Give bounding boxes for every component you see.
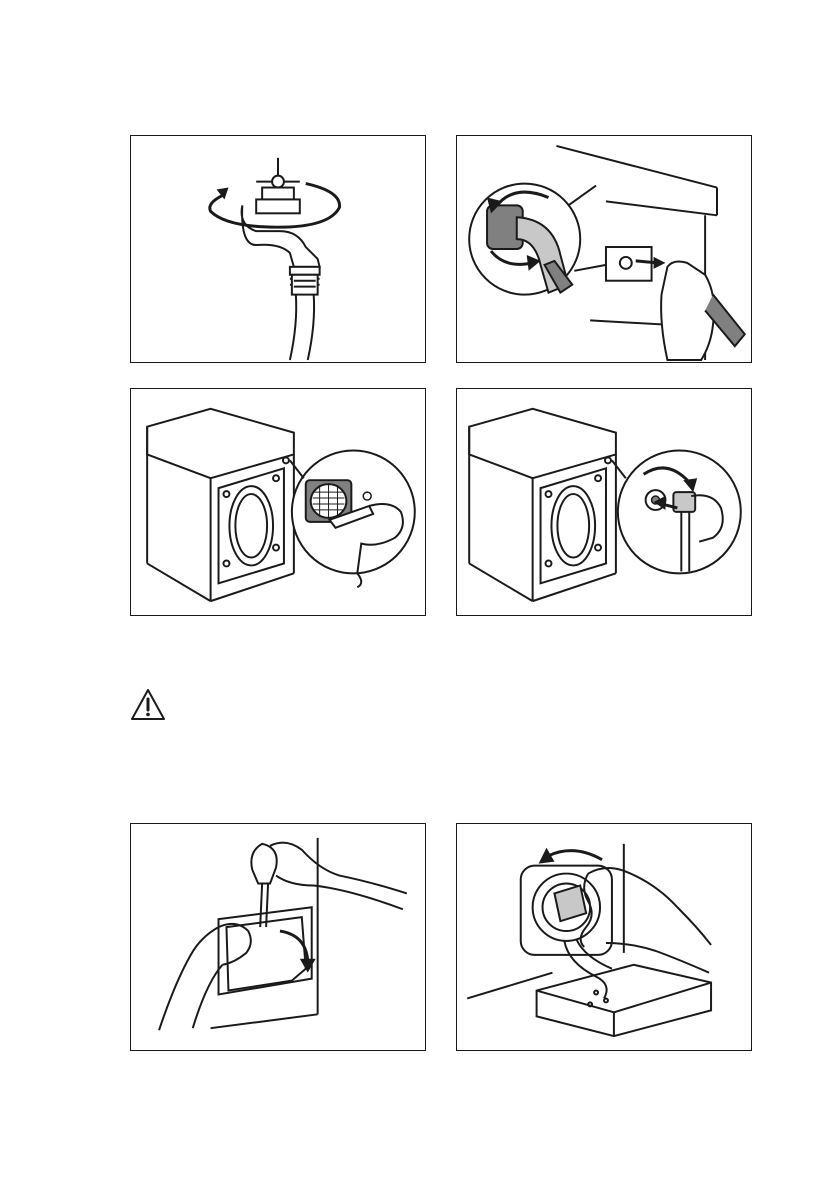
illustration-reconnect-inlet-hose <box>456 388 752 616</box>
illustration-open-filter-flap <box>130 823 426 1051</box>
filter-cleaning-icon <box>131 389 425 615</box>
hose-reconnect-icon <box>457 389 751 615</box>
warning-triangle-icon <box>130 688 166 722</box>
illustration-disconnect-inlet-hose <box>456 135 752 363</box>
drain-filter-icon <box>457 824 751 1050</box>
inlet-hose-icon <box>457 136 751 362</box>
illustration-clean-inlet-filter <box>130 388 426 616</box>
flap-open-icon <box>131 824 425 1050</box>
illustration-unscrew-drain-filter <box>456 823 752 1051</box>
tap-icon <box>131 136 425 362</box>
illustration-close-tap <box>130 135 426 363</box>
